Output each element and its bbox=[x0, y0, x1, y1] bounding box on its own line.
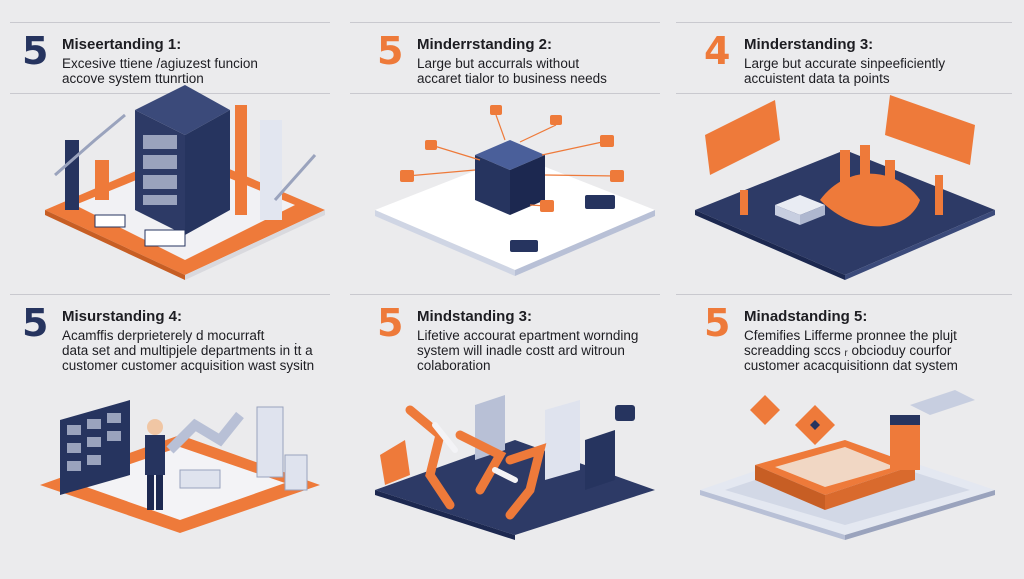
panel-misunderstanding-6: 5 Minadstanding 5: Cfemifies Lifferme pr… bbox=[704, 304, 1024, 574]
data-points-map-illustration bbox=[695, 95, 995, 280]
panel-description: Large but accurate sinpeeficiently accui… bbox=[744, 56, 946, 86]
server-rack-illustration bbox=[45, 85, 325, 280]
divider bbox=[350, 22, 660, 23]
panel-misunderstanding-2: 5 Minderrstanding 2: Large but accurrals… bbox=[377, 32, 707, 302]
panel-number: 4 bbox=[704, 29, 731, 73]
panel-title: Minderrstanding 2: bbox=[417, 36, 553, 53]
divider bbox=[350, 93, 660, 94]
panel-title: Minadstanding 5: bbox=[744, 308, 868, 325]
divider bbox=[10, 294, 330, 295]
panel-description: Large but accurrals without accaret tial… bbox=[417, 56, 607, 86]
panel-description: Cfemifies Lifferme pronnee the plujt scr… bbox=[744, 328, 958, 373]
panel-title: Minderstanding 3: bbox=[744, 36, 874, 53]
panel-number: 5 bbox=[22, 29, 49, 73]
panel-number: 5 bbox=[377, 301, 404, 345]
panel-description: Excesive ttiene /agiuzest funcion accove… bbox=[62, 56, 258, 86]
analyst-dashboard-illustration bbox=[40, 400, 320, 533]
panel-description: Acamffis derprieterely d mocurraft data … bbox=[62, 328, 315, 373]
panel-title: Mindstanding 3: bbox=[417, 308, 532, 325]
divider bbox=[676, 294, 1012, 295]
panel-misunderstanding-5: 5 Mindstanding 3: Lifetive accourat epar… bbox=[377, 304, 707, 574]
panel-title: Misurstanding 4: bbox=[62, 308, 183, 325]
divider bbox=[676, 22, 1012, 23]
panel-description: Lifetive accourat epartment wornding sys… bbox=[417, 328, 639, 373]
divider bbox=[10, 22, 330, 23]
panel-number: 5 bbox=[377, 29, 404, 73]
divider bbox=[676, 93, 1012, 94]
data-cube-network-illustration bbox=[375, 105, 655, 276]
panel-title: Miseertanding 1: bbox=[62, 36, 182, 53]
acquisition-system-illustration bbox=[700, 390, 995, 540]
collaboration-illustration bbox=[375, 395, 655, 540]
divider bbox=[350, 294, 660, 295]
panel-misunderstanding-3: 4 Minderstanding 3: Large but accurate s… bbox=[704, 32, 1024, 302]
panel-number: 5 bbox=[704, 301, 731, 345]
panel-misunderstanding-1: 5 Miseertanding 1: Excesive ttiene /agiu… bbox=[22, 32, 352, 302]
panel-misunderstanding-4: 5 Misurstanding 4: Acamffis derprieterel… bbox=[22, 304, 352, 574]
panel-number: 5 bbox=[22, 301, 49, 345]
